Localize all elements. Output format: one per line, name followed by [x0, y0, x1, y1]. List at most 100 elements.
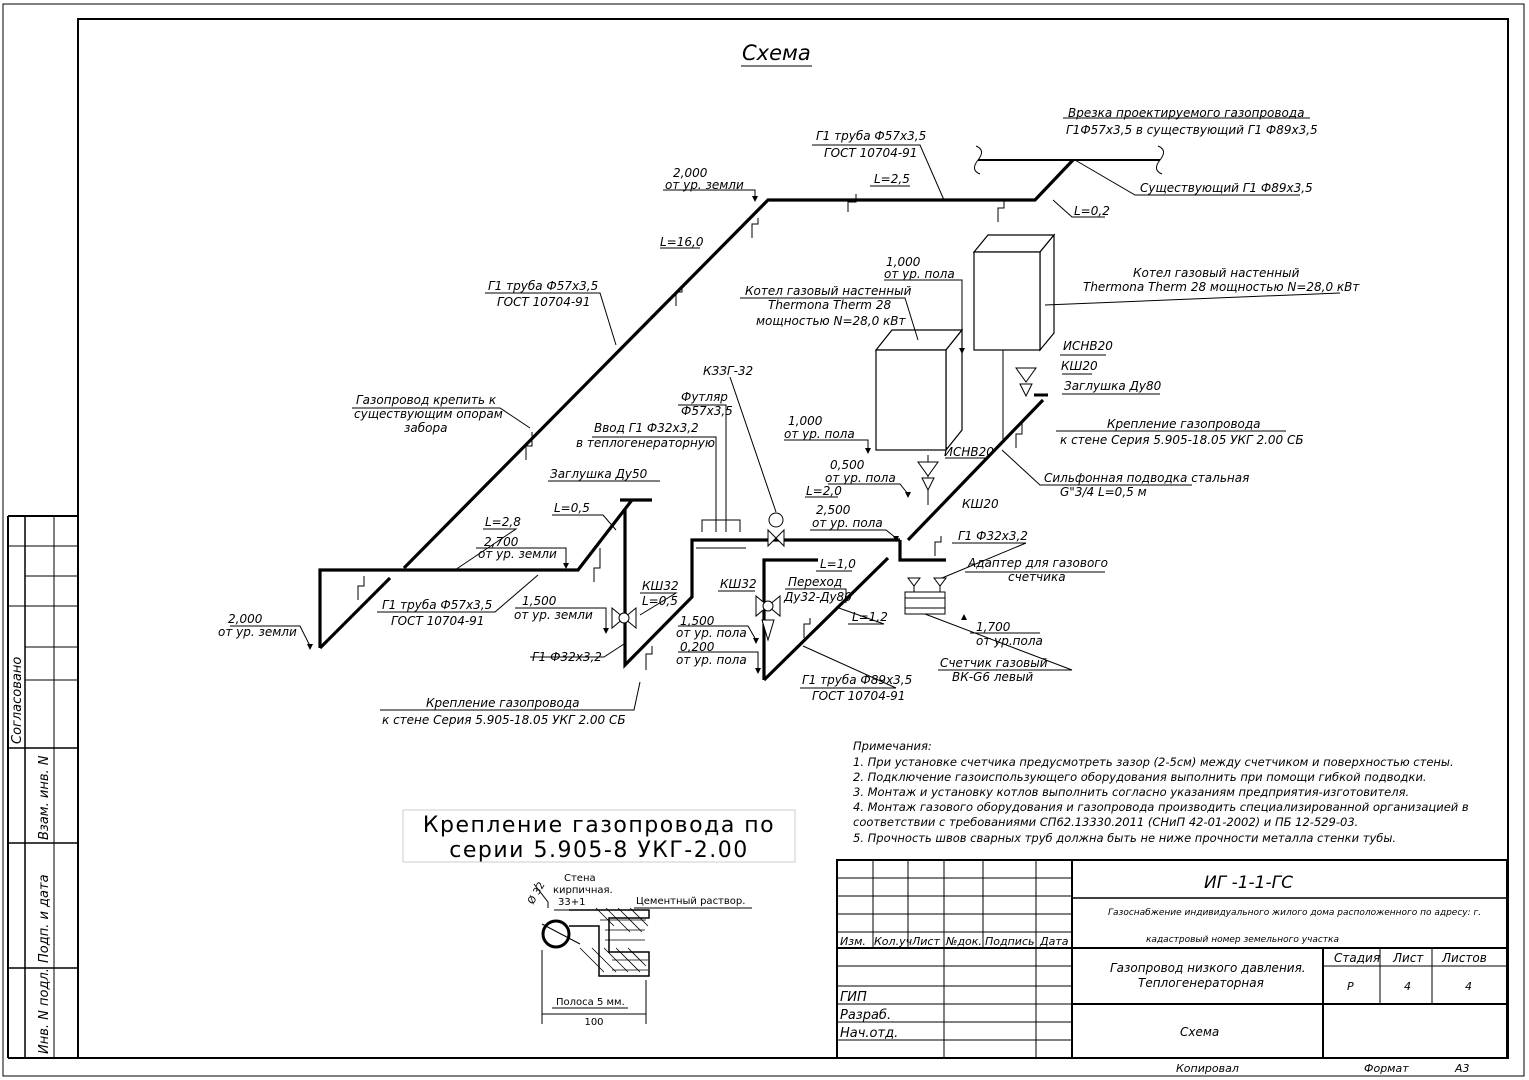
label-l160: L=16,0: [660, 235, 704, 249]
detail-dim100: 100: [584, 1017, 603, 1028]
sleeve: [696, 519, 746, 549]
stamp-stadia-h: Стадия: [1334, 951, 1380, 965]
page-title: Схема: [742, 41, 811, 65]
label-g1top2: ГОСТ 10704-91: [824, 146, 917, 160]
label-h2500b: от ур. пола: [812, 516, 883, 530]
detail-title1: Крепление газопровода по: [423, 813, 775, 838]
label-h2000b2: от ур. земли: [218, 625, 297, 639]
label-futl1: Футляр: [681, 390, 728, 404]
label-perekhod2: Ду32-Ду80: [783, 590, 852, 604]
stamp-h-data: Дата: [1039, 935, 1069, 948]
label-h500b: от ур. пола: [825, 471, 896, 485]
label-l28: L=2,8: [485, 515, 521, 529]
stamp-razrab: Разраб.: [840, 1008, 891, 1023]
label-ksh1: КШ20: [1061, 359, 1098, 373]
label-perekhod1: Переход: [788, 575, 842, 589]
label-h1500b2: от ур. пола: [676, 626, 747, 640]
label-adapt2: счетчика: [1008, 570, 1066, 584]
label-kzg: КЗЗГ-32: [703, 364, 753, 378]
label-vrezka1: Врезка проектируемого газопровода: [1068, 106, 1304, 120]
label-g132b: Г1 Ф32х3,2: [532, 650, 602, 664]
stamp-list-h: Лист: [1392, 951, 1424, 965]
label-h2500: 2,500: [816, 503, 851, 517]
notes: Примечания: 1. При установке счетчика пр…: [853, 739, 1469, 845]
label-g189b: ГОСТ 10704-91: [812, 689, 905, 703]
label-h1500a2: от ур. земли: [514, 608, 593, 622]
notes-title: Примечания:: [853, 739, 932, 753]
stamp-gip: ГИП: [840, 990, 867, 1005]
stamp-kopir: Копировал: [1176, 1062, 1239, 1075]
label-kotel1a: Котел газовый настенный: [745, 284, 912, 298]
label-h1000b2: от ур. пола: [784, 427, 855, 441]
stamp-sheetname: Схема: [1180, 1025, 1219, 1039]
label-futl2: Ф57х3,5: [681, 404, 733, 418]
level-arrows: [307, 196, 967, 674]
label-isnv1: ИСНВ20: [1063, 339, 1113, 353]
label-ksh32b: КШ32: [720, 577, 757, 591]
stamp-name2: Теплогенераторная: [1138, 976, 1264, 990]
note-3: 3. Монтаж и установку котлов выполнить с…: [853, 785, 1409, 799]
stamp-code: ИГ -1-1-ГС: [1204, 873, 1293, 893]
note-5: 5. Прочность швов сварных труб должна бы…: [853, 831, 1396, 845]
label-silf2: G"3/4 L=0,5 м: [1060, 485, 1147, 499]
detail-strip: Полоса 5 мм.: [556, 997, 625, 1008]
note-4a: 4. Монтаж газового оборудования и газопр…: [853, 800, 1469, 814]
stamp-format: Формат: [1364, 1062, 1409, 1075]
label-l25: L=2,5: [874, 172, 910, 186]
label-l05a: L=0,5: [554, 501, 590, 515]
label-l02: L=0,2: [1074, 204, 1110, 218]
label-kotel1c: мощностью N=28,0 кВт: [756, 314, 907, 328]
side-soglas: Согласовано: [10, 657, 25, 744]
label-krep3: забора: [404, 421, 447, 435]
stamp-listov: 4: [1465, 980, 1472, 993]
label-h2700b: от ур. земли: [478, 547, 557, 561]
label-krepb2: к стене Серия 5.905-18.05 УКГ 2.00 СБ: [382, 713, 626, 727]
label-h1000a: 1,000: [886, 255, 921, 269]
label-h2000a2: от ур. земли: [665, 178, 744, 192]
drawing-frame: [77, 18, 1509, 1059]
fastening-detail: Крепление газопровода по серии 5.905-8 У…: [402, 809, 796, 1028]
label-schet2: ВК-G6 левый: [952, 670, 1033, 684]
label-h1500b: 1,500: [680, 614, 715, 628]
label-l20: L=2,0: [806, 484, 842, 498]
label-krep1: Газопровод крепить к: [356, 393, 497, 407]
label-vrezka2: Г1Ф57х3,5 в существующий Г1 Ф89х3,5: [1066, 123, 1318, 137]
label-g1bl1: Г1 труба Ф57х3,5: [382, 598, 492, 612]
leader-lines: [230, 117, 1341, 711]
stamp-a3: А3: [1454, 1062, 1470, 1075]
stamp-desc2: кадастровый номер земельного участка: [1146, 935, 1339, 945]
label-h200: 0,200: [680, 640, 715, 654]
label-l05b: L=0,5: [642, 594, 678, 608]
side-strip: Согласовано Взам. инв. N Подп. и дата Ин…: [7, 515, 78, 1059]
stamp-listov-h: Листов: [1441, 951, 1487, 965]
stamp-stadia: Р: [1347, 980, 1354, 993]
side-invp: Инв. N подл.: [37, 968, 52, 1054]
label-g1left2: ГОСТ 10704-91: [497, 295, 590, 309]
label-schet1: Счетчик газовый: [940, 656, 1048, 670]
label-krep2: существующим опорам: [354, 407, 503, 421]
label-kotel2a: Котел газовый настенный: [1133, 266, 1300, 280]
label-kreppipe1: Крепление газопровода: [1107, 417, 1261, 431]
label-g132: Г1 Ф32х3,2: [958, 529, 1028, 543]
detail-wall2: кирпичная.: [553, 885, 613, 896]
note-1: 1. При установке счетчика предусмотреть …: [853, 755, 1454, 769]
label-h2700: 2,700: [484, 535, 519, 549]
label-g1top1: Г1 труба Ф57х3,5: [816, 129, 926, 143]
gas-meter: [904, 577, 947, 615]
label-h2000b: 2,000: [228, 612, 263, 626]
valves: [611, 367, 1048, 642]
detail-dia: Ø 32: [525, 880, 547, 907]
label-vvod1: Ввод Г1 Ф32х3,2: [594, 421, 699, 435]
stamp-h-podpis: Подпись: [985, 935, 1034, 948]
label-g1left1: Г1 труба Ф57х3,5: [488, 279, 598, 293]
label-l10: L=1,0: [820, 557, 856, 571]
label-h500: 0,500: [830, 458, 865, 472]
label-h1700b: от ур.пола: [976, 634, 1043, 648]
side-podp: Подп. и дата: [37, 874, 52, 963]
label-kotel2b: Thermona Therm 28 мощностью N=28,0 кВт: [1083, 280, 1360, 294]
label-ksh2: КШ20: [962, 497, 999, 511]
label-kreppipe2: к стене Серия 5.905-18.05 УКГ 2.00 СБ: [1060, 433, 1304, 447]
label-h200b: от ур. пола: [676, 653, 747, 667]
detail-wall1: Стена: [564, 873, 596, 884]
